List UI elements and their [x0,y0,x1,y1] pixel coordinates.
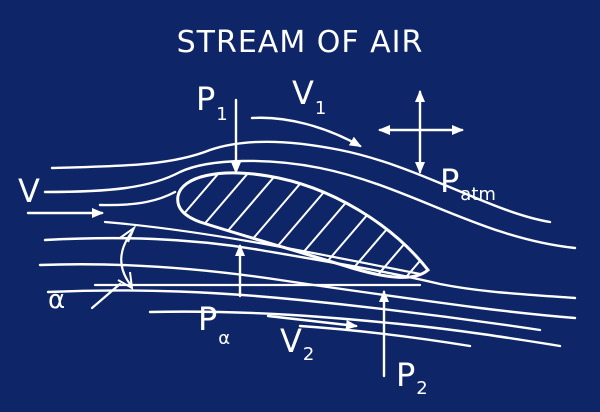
atmosphere-cross-icon [378,90,464,174]
angle-arc-arrowhead [117,271,134,290]
v2-velocity-arrow [266,314,358,330]
label-v1: V1 [292,74,326,119]
angle-construction [90,220,422,310]
streamline [98,190,177,207]
label-p1: P1 [196,80,228,125]
label-p-alpha: Pα [198,300,230,349]
v1-velocity-arrow [250,116,362,148]
lower-streamlines [38,236,577,348]
arrows [26,98,389,378]
angle-arc [120,230,134,286]
angle-arc-arrowhead [119,225,137,243]
streamline [148,310,562,348]
label-v: V [18,172,40,210]
streamline [46,289,542,332]
label-patm: Patm [440,162,496,205]
streamline [50,140,552,224]
label-v2: V2 [280,322,314,365]
upper-streamlines [43,140,577,250]
label-alpha: α [48,285,65,315]
streamline [298,324,472,348]
streamline [43,159,577,250]
label-p2: P2 [396,356,428,399]
streamline [38,263,577,320]
alpha-leader [90,282,122,310]
diagram-title: STREAM OF AIR [177,25,424,60]
chord-line [103,220,422,276]
